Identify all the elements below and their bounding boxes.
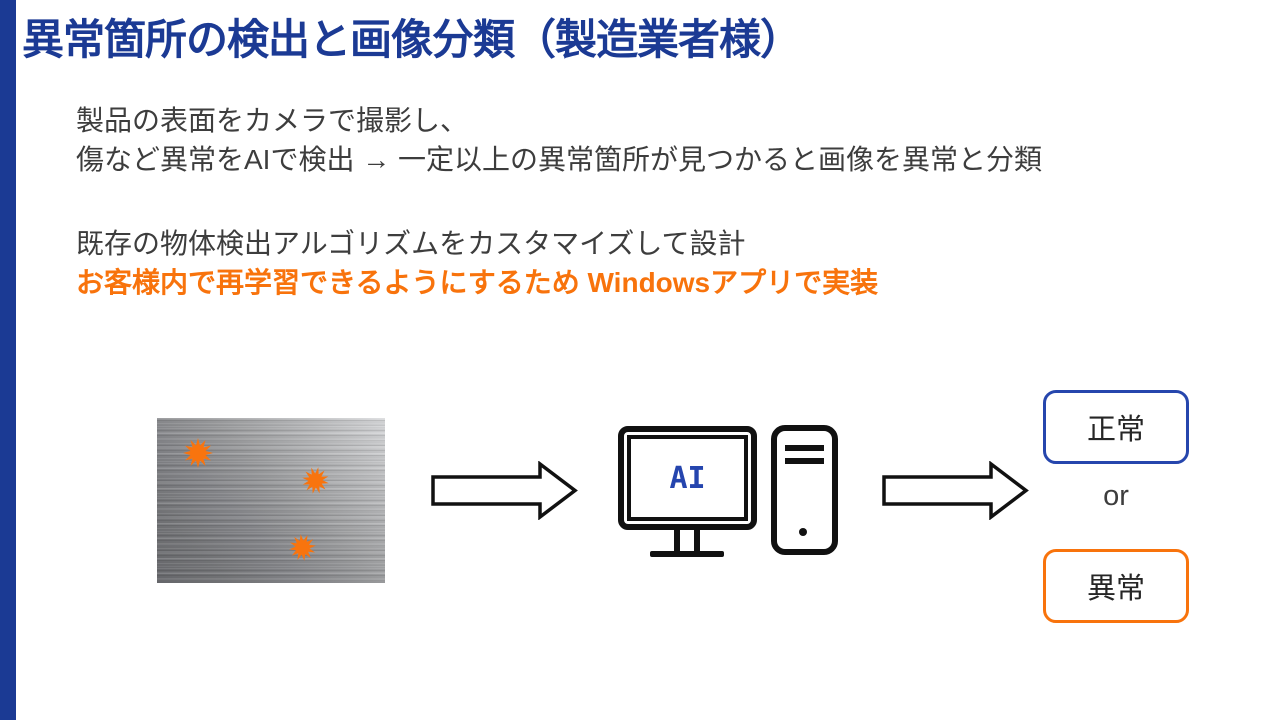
normal-result-label: 正常 (1086, 414, 1145, 446)
tower-vent-slit (785, 445, 824, 451)
metal-surface-image (157, 418, 385, 583)
power-button-dot (799, 528, 807, 536)
left-accent-bar (0, 0, 16, 720)
defect-starburst-icon (299, 464, 331, 496)
monitor-screen: AI (627, 435, 748, 521)
or-label: or (1103, 480, 1129, 512)
monitor-icon: AI (618, 426, 757, 530)
monitor-stand-neck (674, 530, 700, 552)
abnormal-result-box: 異常 (1043, 549, 1189, 623)
monitor-stand-base (650, 551, 724, 557)
tower-icon (771, 425, 838, 555)
design-line-2-highlight: お客様内で再学習できるようにするため Windowsアプリで実装 (76, 267, 879, 298)
ai-label: AI (669, 460, 706, 496)
flow-arrow-icon (431, 461, 578, 520)
design-paragraph: 既存の物体検出アルゴリズムをカスタマイズして設計 お客様内で再学習できるようにす… (76, 224, 878, 302)
intro-line-2: 傷など異常をAIで検出 → 一定以上の異常箇所が見つかると画像を異常と分類 (76, 144, 1043, 175)
intro-paragraph: 製品の表面をカメラで撮影し、 傷など異常をAIで検出 → 一定以上の異常箇所が見… (76, 101, 1042, 179)
design-line-1: 既存の物体検出アルゴリズムをカスタマイズして設計 (76, 228, 746, 259)
intro-line-1: 製品の表面をカメラで撮影し、 (76, 105, 469, 136)
tower-vent-slit (785, 458, 824, 464)
normal-result-box: 正常 (1043, 390, 1189, 464)
defect-starburst-icon (287, 532, 317, 562)
abnormal-result-label: 異常 (1086, 573, 1145, 605)
slide-title: 異常箇所の検出と画像分類（製造業者様） (22, 16, 802, 63)
defect-starburst-icon (183, 438, 213, 468)
flow-arrow-icon (882, 461, 1029, 520)
